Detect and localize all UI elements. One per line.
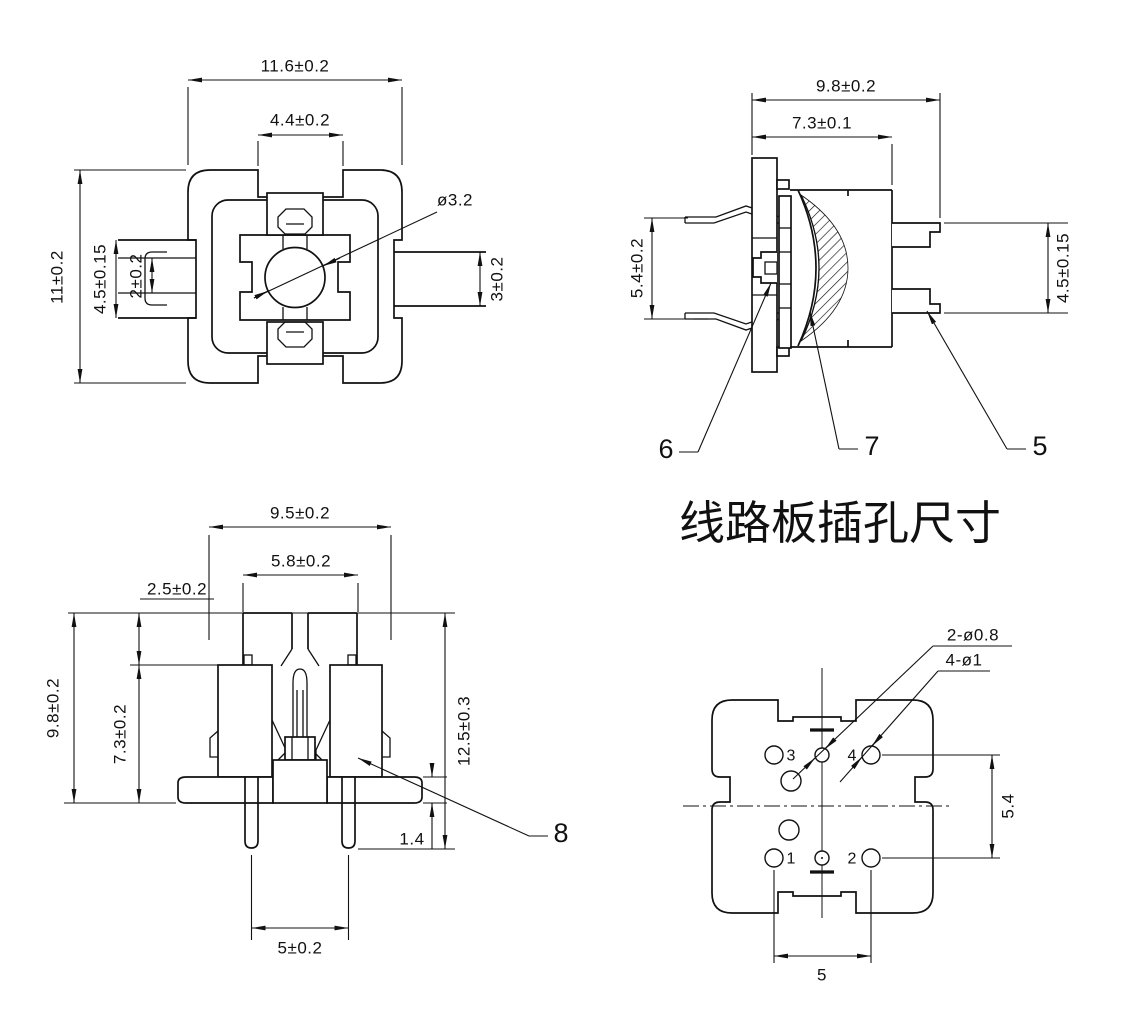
- center-plunger: [276, 668, 324, 762]
- dim-depth: 9.8±0.2: [816, 77, 876, 96]
- front-view-dimensions: 9.5±0.2 5.8±0.2 2.5±0.2 7.3±0.2 9.8±0.2 …: [44, 504, 474, 958]
- holes: [764, 745, 881, 868]
- dim-post-span: 5.8±0.2: [271, 552, 331, 571]
- contact-towers: [209, 664, 391, 778]
- hole-pin1: [764, 848, 784, 868]
- callout-lens: 7: [864, 431, 879, 461]
- dim-tower-height: 7.3±0.2: [111, 704, 130, 764]
- dim-lead-span: 5.4±0.2: [628, 238, 647, 298]
- top-view-dimensions: 11.6±0.2 4.4±0.2 11±0.2 4.5±0.15 2±0.2 3…: [48, 57, 507, 384]
- led-element: [752, 251, 778, 284]
- side-view: 9.8±0.2 7.3±0.1 5.4±0.2 4.5±0.15 6 7 5: [628, 77, 1073, 465]
- dim-width: 11.6±0.2: [261, 57, 330, 76]
- label-small-holes: 2-ø0.8: [947, 626, 999, 645]
- dim-height: 11±0.2: [48, 250, 67, 304]
- callout-led: 6: [658, 434, 673, 464]
- label-large-holes: 4-ø1: [946, 651, 983, 670]
- top-tab: [266, 192, 324, 236]
- dim-post-height: 2.5±0.2: [147, 580, 207, 599]
- body-block: [790, 189, 893, 348]
- dim-col-pitch: 5: [817, 966, 827, 985]
- pin1-label: 1: [787, 851, 796, 868]
- pcb-view: 线路板插孔尺寸 3 4 1 2 2: [679, 497, 1018, 985]
- pin4-label: 4: [848, 748, 857, 765]
- rear-pins: [892, 222, 941, 314]
- pcb-dimensions: 5.4 5: [773, 754, 1018, 985]
- hole-boss-bottom-dot: [821, 857, 823, 859]
- pin3-label: 3: [787, 748, 796, 765]
- dim-body-depth: 7.3±0.1: [792, 114, 852, 133]
- hole-led-cathode: [778, 819, 800, 841]
- front-view-callouts: 8: [357, 757, 569, 848]
- hole-pin3: [764, 745, 784, 765]
- membrane-strip: [778, 195, 792, 349]
- dim-hole-diameter: ø3.2: [437, 191, 473, 210]
- right-lead: [394, 251, 486, 307]
- solder-pins: [244, 777, 356, 849]
- dim-lead-gap: 2±0.2: [127, 254, 146, 299]
- dim-lead-right: 3±0.2: [488, 257, 507, 302]
- pcb-title: 线路板插孔尺寸: [679, 497, 1001, 549]
- side-view-dimensions: 9.8±0.2 7.3±0.1 5.4±0.2 4.5±0.15: [628, 77, 1073, 320]
- hole-boss-top: [814, 747, 830, 763]
- dim-row-pitch: 5.4: [999, 793, 1018, 818]
- dim-lead-width: 4.5±0.15: [91, 244, 110, 314]
- dim-height: 9.8±0.2: [44, 678, 63, 738]
- hole-pin4: [861, 745, 881, 765]
- lens-section: [797, 189, 849, 347]
- dim-pin-pitch: 5±0.2: [278, 939, 323, 958]
- dim-width: 9.5±0.2: [270, 504, 330, 523]
- dim-total-height: 12.5±0.3: [455, 696, 474, 766]
- front-view: 9.5±0.2 5.8±0.2 2.5±0.2 7.3±0.2 9.8±0.2 …: [44, 504, 569, 958]
- dim-pin-span: 4.5±0.15: [1054, 233, 1073, 303]
- pin2-label: 2: [848, 851, 857, 868]
- callout-case: 5: [1032, 431, 1047, 461]
- left-lead: [118, 239, 196, 319]
- dim-inner-width: 4.4±0.2: [270, 111, 330, 130]
- hole-pin2: [861, 848, 881, 868]
- bottom-tab: [266, 321, 324, 365]
- callout-cover: 8: [553, 818, 568, 848]
- hole-size-leaders: 2-ø0.8 4-ø1: [792, 626, 1012, 783]
- top-posts: [242, 612, 358, 667]
- center-hole: [264, 246, 326, 309]
- hatch-crescent: [799, 193, 849, 343]
- dim-base-thickness: 1.4: [399, 830, 424, 849]
- base-plate: [177, 759, 423, 804]
- side-view-callouts: 6 7 5: [658, 282, 1048, 464]
- top-view: 11.6±0.2 4.4±0.2 11±0.2 4.5±0.15 2±0.2 3…: [48, 57, 507, 384]
